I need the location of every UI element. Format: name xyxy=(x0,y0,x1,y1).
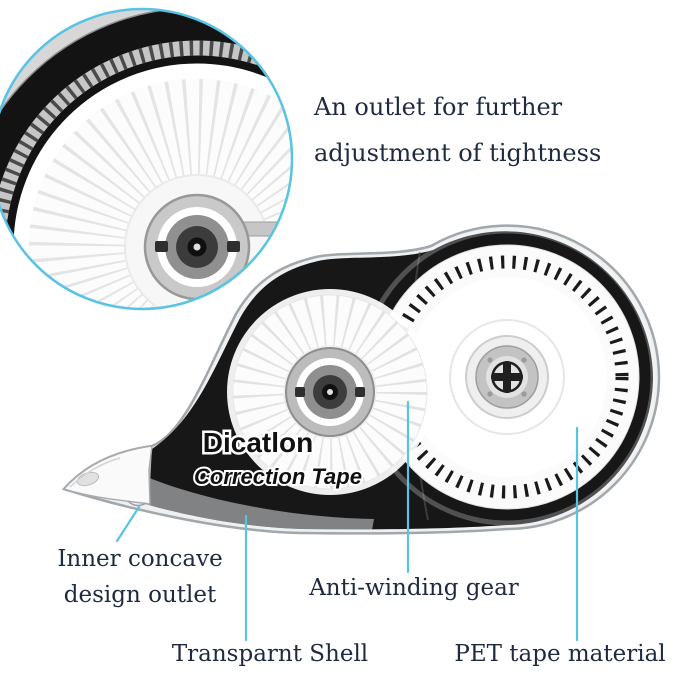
large-spool-faint-ring xyxy=(449,319,565,435)
magnifier-border xyxy=(0,7,294,311)
magnified-black-casing xyxy=(0,9,292,309)
small-spool-pleats xyxy=(233,295,427,489)
large-spool-hub xyxy=(465,335,549,419)
label-transparent-shell: Transparnt Shell xyxy=(171,641,369,667)
concave-outlet-notch xyxy=(127,500,147,507)
subtitle-text: Correction Tape xyxy=(194,464,362,489)
label-tightness-note-line2: adjustment of tightness xyxy=(314,139,602,167)
label-anti-winding: Anti-winding gear xyxy=(309,575,519,601)
label-tightness-note: An outlet for further adjustment of tigh… xyxy=(314,84,601,176)
label-tightness-note-line1: An outlet for further xyxy=(314,93,563,121)
applicator-nose xyxy=(62,445,153,507)
large-spool-tick-ring xyxy=(385,255,629,499)
correction-tape-body: Dicatlon Correction Tape xyxy=(61,224,661,535)
brand-text: Dicatlon xyxy=(203,427,313,458)
magnified-hub xyxy=(143,193,251,301)
label-pet-tape: PET tape material xyxy=(454,641,666,667)
magnifier-circle xyxy=(0,7,294,311)
label-inner-concave-line2: design outlet xyxy=(63,582,217,608)
label-inner-concave-line1: Inner concave xyxy=(57,546,223,572)
small-spool-hub xyxy=(285,347,375,437)
callout-line-inner-concave xyxy=(115,505,141,543)
small-spool xyxy=(227,289,433,495)
phillips-screw-icon xyxy=(491,361,523,393)
label-inner-concave: Inner concave design outlet xyxy=(20,541,260,613)
